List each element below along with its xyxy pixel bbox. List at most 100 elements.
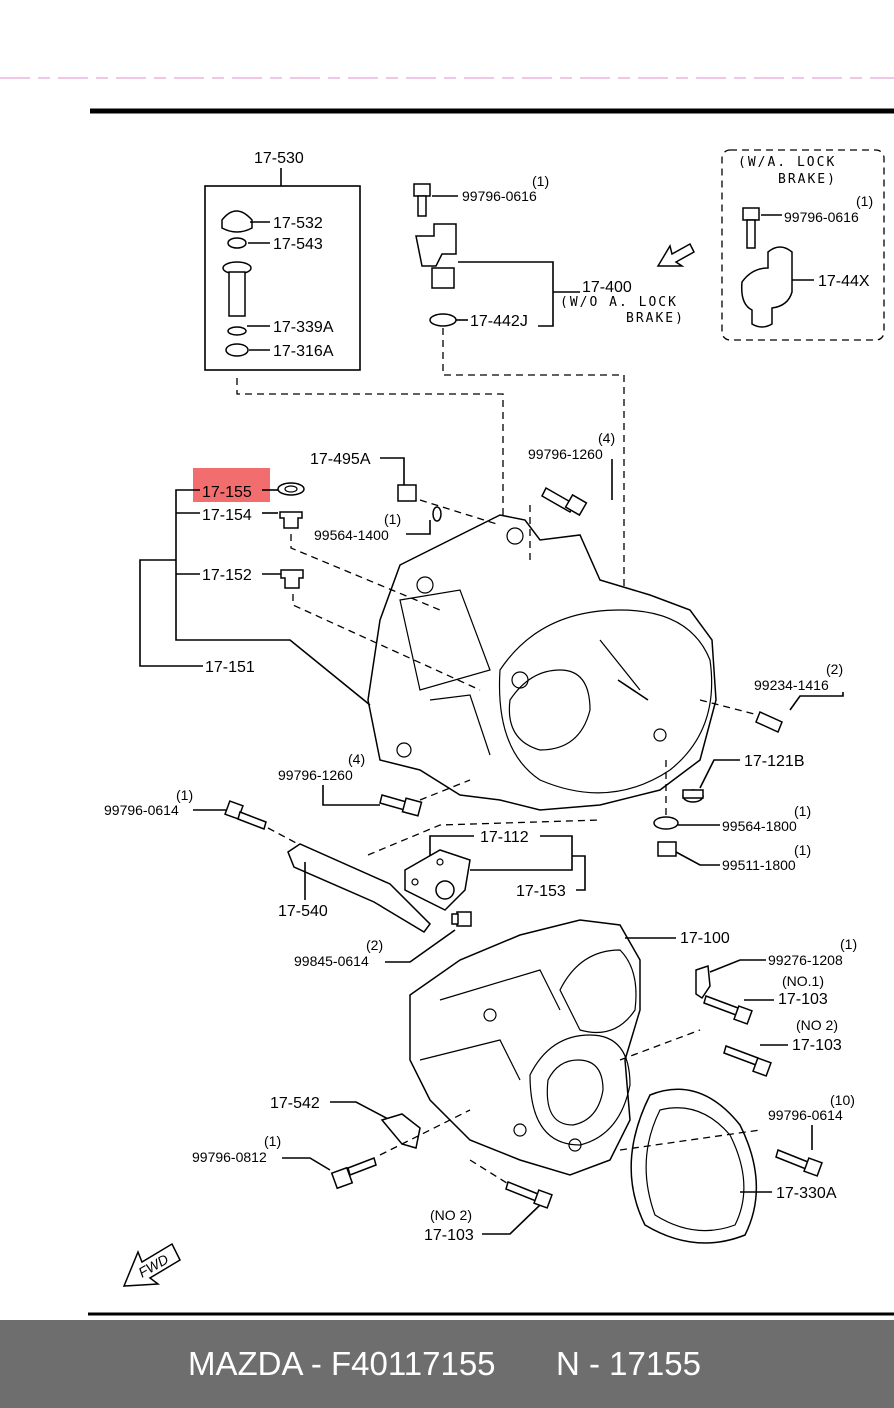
plug-17-495A: 17-495A (1) 99564-1400 [310, 451, 501, 543]
plug-icon [397, 484, 417, 502]
label-17-532: 17-532 [273, 215, 323, 232]
label-17-339A: 17-339A [273, 319, 334, 336]
drain-parts: 17-121B (1) 99564-1800 (1) 99511-1800 [653, 753, 811, 873]
label-17-103c: 17-103 [424, 1227, 474, 1244]
pin-99234-1416: (2) 99234-1416 [699, 661, 844, 734]
housing-body-icon [367, 514, 717, 811]
o-ring-icon [227, 326, 247, 336]
qty-99796-1260b: (4) [348, 751, 365, 767]
label-17-121B: 17-121B [744, 753, 805, 770]
callouts-17-15x: 17-155 17-154 17-152 17-151 [139, 468, 481, 706]
label-17-316A: 17-316A [273, 343, 334, 360]
bushing-icon [435, 880, 455, 900]
seal-icon [225, 343, 249, 357]
cap-icon [221, 210, 253, 233]
label-99796-1260b: 99796-1260 [278, 767, 353, 783]
label-17-112: 17-112 [480, 829, 529, 846]
bolt-99796-1260a: (4) 99796-1260 [528, 430, 615, 560]
label-17-442J: 17-442J [470, 313, 528, 330]
bolt-icon [775, 1148, 809, 1171]
swap-arrow-icon [656, 242, 695, 267]
fwd-arrow-icon: FWD [122, 1242, 181, 1287]
label-99845-0614: 99845-0614 [294, 953, 369, 969]
qty-99564-1800: (1) [794, 803, 811, 819]
bolt-icon [413, 183, 431, 197]
note-17-400: (W/O A. LOCK [560, 295, 678, 310]
qty-17-103b: (NO 2) [796, 1017, 838, 1033]
qty-99564-1400: (1) [384, 511, 401, 527]
label-17-154: 17-154 [202, 507, 252, 524]
cover-icon [630, 1088, 758, 1244]
label-99796-0614a: 99796-0614 [104, 802, 179, 818]
o-ring-icon [429, 313, 457, 327]
label-17-103b: 17-103 [792, 1037, 842, 1054]
qty-99796-0812: (1) [264, 1133, 281, 1149]
bolt-icon [505, 1180, 539, 1203]
bolt-17-103a: (NO.1) 17-103 [703, 973, 828, 1025]
label-99564-1800: 99564-1800 [722, 818, 797, 834]
bolt-99796-0614a: (1) 99796-0614 [104, 787, 301, 846]
rod-17-540: 17-540 (2) 99845-0614 [278, 843, 472, 969]
bushing-17-152-icon [280, 569, 304, 589]
label-17-530: 17-530 [254, 150, 304, 167]
label-17-151: 17-151 [205, 659, 255, 676]
guide-plate-icon [287, 843, 431, 933]
bracket-icon [380, 1113, 421, 1149]
part-footer: MAZDA - F40117155 N - 17155 [0, 1320, 894, 1408]
label-17-100: 17-100 [680, 930, 730, 947]
qty-99276-1208: (1) [840, 936, 857, 952]
qty-99796-0616b: (1) [856, 193, 873, 209]
bolt-99796-0812: (1) 99796-0812 [192, 1109, 471, 1190]
label-99511-1800: 99511-1800 [722, 857, 796, 873]
label-99276-1208: 99276-1208 [768, 952, 843, 968]
label-99796-0614b: 99796-0614 [768, 1107, 843, 1123]
assembly-17-44X: (W/A. LOCK BRAKE) (1) 99796-0616 17-44X [721, 149, 885, 341]
bushing-17-154-icon [279, 511, 303, 529]
label-17-543: 17-543 [273, 236, 323, 253]
label-17-330A: 17-330A [776, 1185, 837, 1202]
gasket-icon [432, 506, 442, 522]
note-alock-1: (W/A. LOCK [738, 155, 836, 170]
cover-17-330A: 17-330A (10) 99796-0614 [619, 1088, 855, 1244]
bracket-icon [404, 849, 471, 911]
qty-17-103a: (NO.1) [782, 973, 824, 989]
qty-99796-1260a: (4) [598, 430, 615, 446]
part-number: MAZDA - F40117155 [188, 1345, 496, 1382]
label-17-155: 17-155 [202, 484, 252, 501]
clip-99276-1208: (1) 99276-1208 [695, 936, 857, 1000]
label-17-400: 17-400 [582, 279, 632, 296]
qty-17-103c: (NO 2) [430, 1207, 472, 1223]
label-17-542: 17-542 [270, 1095, 320, 1112]
label-99796-0812: 99796-0812 [192, 1149, 267, 1165]
label-17-103a: 17-103 [778, 991, 828, 1008]
parts-diagram: 17-530 17-532 17-543 17-339A 17-316A (1)… [0, 77, 894, 1316]
label-17-153: 17-153 [516, 883, 566, 900]
part-code: N - 17155 [556, 1345, 701, 1382]
label-17-152: 17-152 [202, 567, 252, 584]
bolt-icon [456, 911, 472, 927]
bolt-icon [742, 207, 760, 221]
label-99234-1416: 99234-1416 [754, 677, 829, 693]
qty-99796-0614a: (1) [176, 787, 193, 803]
label-17-495A: 17-495A [310, 451, 371, 468]
bolt-icon [723, 1045, 759, 1066]
dowel-pin-icon [755, 710, 783, 734]
label-17-540: 17-540 [278, 903, 328, 920]
speed-sensor-icon [415, 223, 457, 267]
assembly-17-530: 17-530 17-532 17-543 17-339A 17-316A [204, 150, 504, 665]
label-99796-1260a: 99796-1260 [528, 446, 603, 462]
note-17-400-2: BRAKE) [626, 311, 685, 326]
clutch-housing [367, 514, 717, 811]
seal-17-155-icon [277, 482, 305, 496]
sensor-44x-icon [740, 246, 793, 328]
highlight-17-155 [193, 468, 270, 502]
qty-99845-0614: (2) [366, 937, 383, 953]
bracket-17-542: 17-542 [270, 1095, 421, 1149]
washer-icon [227, 237, 247, 249]
qty-99796-0614b: (10) [830, 1092, 855, 1108]
label-17-44X: 17-44X [818, 273, 870, 290]
qty-99234-1416: (2) [826, 661, 843, 677]
clip-icon [695, 964, 711, 1000]
bolt-icon [703, 995, 739, 1016]
label-99796-0616a: 99796-0616 [462, 188, 537, 204]
